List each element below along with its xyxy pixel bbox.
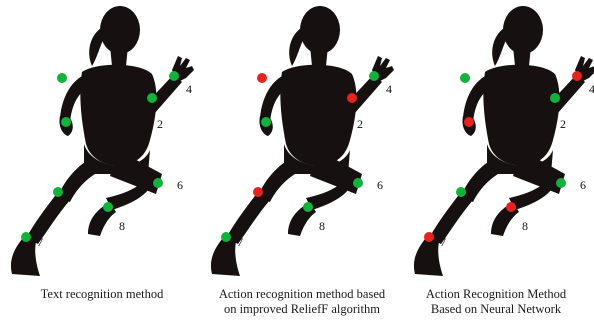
joint-marker-rear-knee	[456, 187, 466, 197]
joint-label: 8	[522, 219, 528, 233]
joint-marker-rear-ankle	[221, 232, 231, 242]
joint-marker-elbow	[261, 117, 271, 127]
joint-label: 2	[157, 117, 163, 131]
joint-marker-rear-ankle	[21, 232, 31, 242]
joint-label: 8	[319, 219, 325, 233]
joint-marker-knee	[353, 178, 363, 188]
joint-marker-knee	[153, 178, 163, 188]
caption-line: on improved ReliefF algorithm	[202, 302, 402, 317]
joint-marker-front-elbow	[147, 93, 157, 103]
joint-marker-rear-ankle	[424, 232, 434, 242]
joint-marker-front-ankle	[103, 202, 113, 212]
joint-marker-shoulder	[460, 73, 470, 83]
joint-marker-shoulder	[57, 73, 67, 83]
caption-line: Action recognition method based	[202, 287, 402, 302]
joint-marker-front-ankle	[506, 202, 516, 212]
joint-label: 2	[560, 117, 566, 131]
joint-label: 4	[386, 82, 392, 96]
caption-line: Text recognition method	[2, 287, 202, 302]
joint-label: 4	[589, 82, 594, 96]
joint-marker-knee	[556, 178, 566, 188]
joint-label: 7	[237, 235, 243, 249]
runner-panel-3: 4 2 6 8 7	[414, 6, 594, 276]
joint-marker-elbow	[61, 117, 71, 127]
caption-text-recognition: Text recognition method	[2, 287, 202, 302]
joint-label: 6	[580, 178, 586, 192]
joint-marker-shoulder	[257, 73, 267, 83]
joint-label: 6	[377, 178, 383, 192]
joint-marker-wrist	[369, 71, 379, 81]
joint-label: 6	[177, 178, 183, 192]
joint-label: 2	[357, 117, 363, 131]
joint-marker-front-elbow	[550, 93, 560, 103]
joint-label: 7	[440, 235, 446, 249]
caption-line: Action Recognition Method	[396, 287, 594, 302]
joint-label: 7	[37, 235, 43, 249]
joint-marker-wrist	[572, 71, 582, 81]
joint-marker-wrist	[169, 71, 179, 81]
joint-marker-rear-knee	[53, 187, 63, 197]
runner-panel-1: 4 2 6 8 7	[11, 6, 194, 276]
joint-marker-elbow	[464, 117, 474, 127]
joint-label: 4	[186, 82, 192, 96]
caption-line: Based on Neural Network	[396, 302, 594, 317]
caption-neural-network: Action Recognition Method Based on Neura…	[396, 287, 594, 317]
joint-marker-front-elbow	[347, 93, 357, 103]
runner-panel-2: 4 2 6 8 7	[211, 6, 394, 276]
caption-relieff: Action recognition method based on impro…	[202, 287, 402, 317]
joint-marker-front-ankle	[303, 202, 313, 212]
joint-marker-rear-knee	[253, 187, 263, 197]
joint-label: 8	[119, 219, 125, 233]
